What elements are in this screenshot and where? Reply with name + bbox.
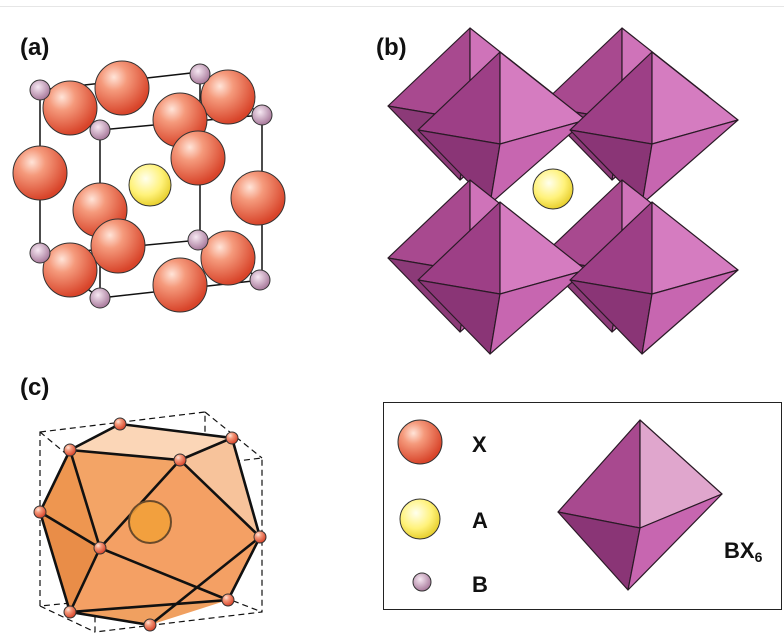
b-atom	[187, 229, 209, 251]
octahedron	[417, 51, 587, 205]
x-atom	[12, 145, 68, 201]
x-atom	[230, 170, 286, 226]
octahedron	[417, 201, 587, 355]
legend-b-atom-icon	[412, 572, 432, 592]
b-atom	[89, 119, 111, 141]
x-atom	[173, 453, 187, 467]
panel-label-a: (a)	[20, 34, 50, 61]
x-atom	[170, 130, 226, 186]
a-atom	[128, 500, 172, 544]
b-atom	[29, 242, 51, 264]
x-atom	[152, 257, 208, 313]
legend-b-label: B	[472, 572, 488, 597]
x-atom	[90, 218, 146, 274]
x-atom	[200, 230, 256, 286]
x-atom	[253, 530, 267, 544]
b-atom	[251, 104, 273, 126]
b-atom	[249, 269, 271, 291]
x-atom	[33, 505, 47, 519]
panel-label-b: (b)	[376, 34, 407, 61]
x-atom	[63, 605, 77, 619]
legend-a-atom-icon	[399, 498, 441, 540]
bx6-subscript: 6	[754, 549, 763, 565]
legend-x-atom-icon	[397, 419, 443, 465]
x-atom	[200, 69, 256, 125]
legend-a-label: A	[472, 508, 488, 533]
legend-octahedron-icon	[557, 419, 723, 591]
legend-x-label: X	[472, 432, 487, 457]
b-atom	[89, 287, 111, 309]
b-atom	[29, 79, 51, 101]
top-rule	[0, 6, 784, 7]
x-atom	[42, 80, 98, 136]
bx6-main: BX	[724, 538, 755, 563]
x-atom	[93, 541, 107, 555]
x-atom	[94, 60, 150, 116]
x-atom	[225, 431, 239, 445]
x-atom	[143, 618, 157, 632]
a-atom	[532, 168, 574, 210]
x-atom	[221, 593, 235, 607]
a-atom	[128, 163, 172, 207]
panel-label-c: (c)	[20, 374, 50, 401]
octahedron	[569, 201, 739, 355]
b-atom	[189, 63, 211, 85]
x-atom	[113, 417, 127, 431]
x-atom	[63, 443, 77, 457]
x-atom	[42, 242, 98, 298]
octahedron	[569, 51, 739, 205]
legend-bx6-label: BX6	[724, 538, 762, 565]
